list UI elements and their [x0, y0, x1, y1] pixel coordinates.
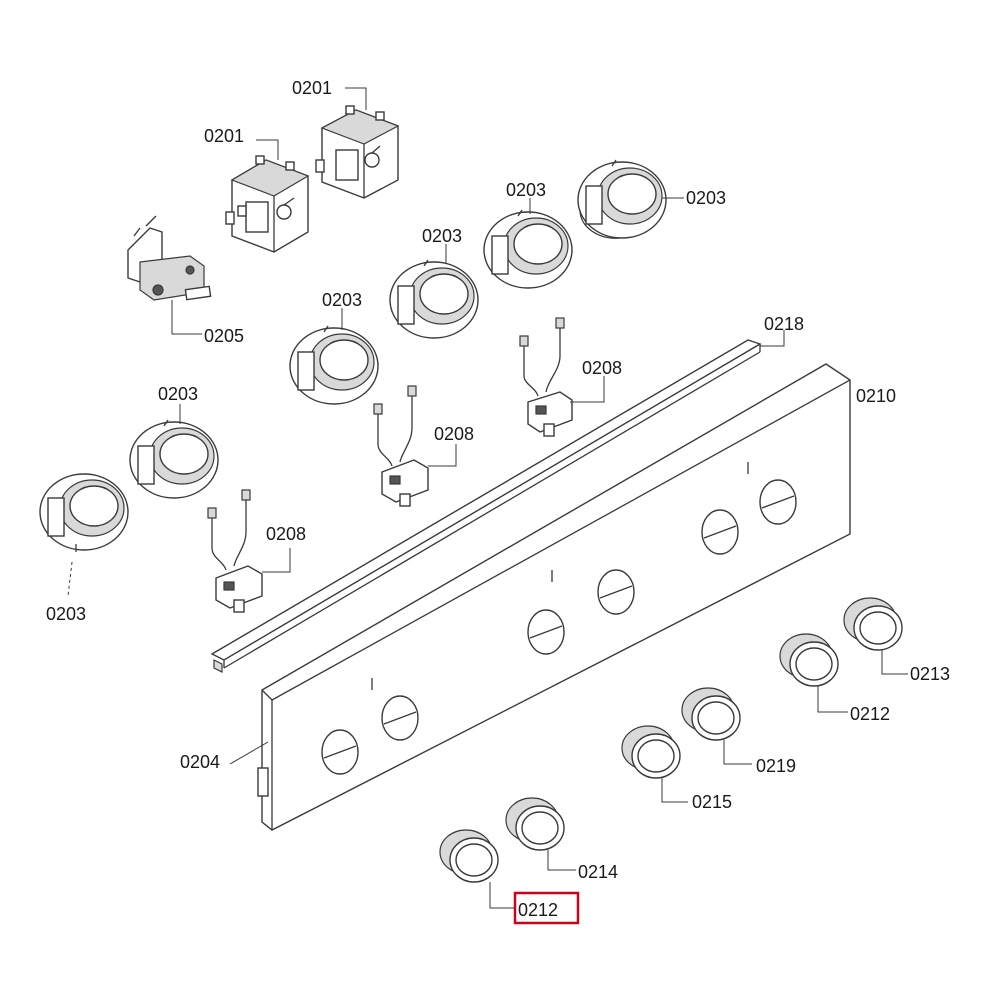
label-knob-front-small: 0212 — [518, 900, 558, 920]
burner-bracket-c — [289, 325, 379, 405]
burner-bracket-b — [129, 419, 219, 499]
label-valve: 0205 — [204, 326, 244, 346]
knob-mid-right — [681, 687, 741, 741]
label-bracket-b: 0203 — [158, 384, 198, 404]
label-igniter-a: 0208 — [266, 524, 306, 544]
knob-right — [779, 633, 839, 687]
panel-knob-holes — [321, 479, 797, 775]
label-knob-right: 0212 — [850, 704, 890, 724]
label-knob-mid: 0215 — [692, 792, 732, 812]
burner-bracket-e — [483, 209, 573, 289]
knob-far-right — [843, 597, 903, 651]
switch-lower — [225, 155, 310, 253]
label-bracket-c: 0203 — [322, 290, 362, 310]
burner-bracket-a — [39, 473, 129, 552]
burner-bracket-d — [389, 259, 479, 339]
label-knob-far-right: 0213 — [910, 664, 950, 684]
label-bracket-e: 0203 — [506, 180, 546, 200]
label-switch-lower: 0201 — [204, 126, 244, 146]
label-bracket-a: 0203 — [46, 604, 86, 624]
label-bracket-f: 0203 — [686, 188, 726, 208]
knob-mid — [621, 725, 681, 779]
knob-front-small — [439, 829, 499, 883]
label-panel-left: 0204 — [180, 752, 220, 772]
label-strip: 0218 — [764, 314, 804, 334]
label-switch-upper: 0201 — [292, 78, 332, 98]
label-igniter-b: 0208 — [434, 424, 474, 444]
igniter-switch-a — [207, 489, 263, 613]
igniter-switch-b — [373, 385, 429, 507]
knob-front — [505, 797, 565, 851]
burner-bracket-f — [577, 159, 667, 239]
label-igniter-c: 0208 — [582, 358, 622, 378]
trim-strip — [210, 339, 762, 673]
gas-valve — [127, 215, 212, 301]
label-bracket-d: 0203 — [422, 226, 462, 246]
igniter-switch-c — [519, 317, 573, 437]
highlight-box — [513, 891, 580, 925]
control-panel — [257, 363, 851, 831]
label-knob-mid-right: 0219 — [756, 756, 796, 776]
label-panel: 0210 — [856, 386, 896, 406]
switch-upper — [315, 105, 400, 199]
label-knob-front: 0214 — [578, 862, 618, 882]
